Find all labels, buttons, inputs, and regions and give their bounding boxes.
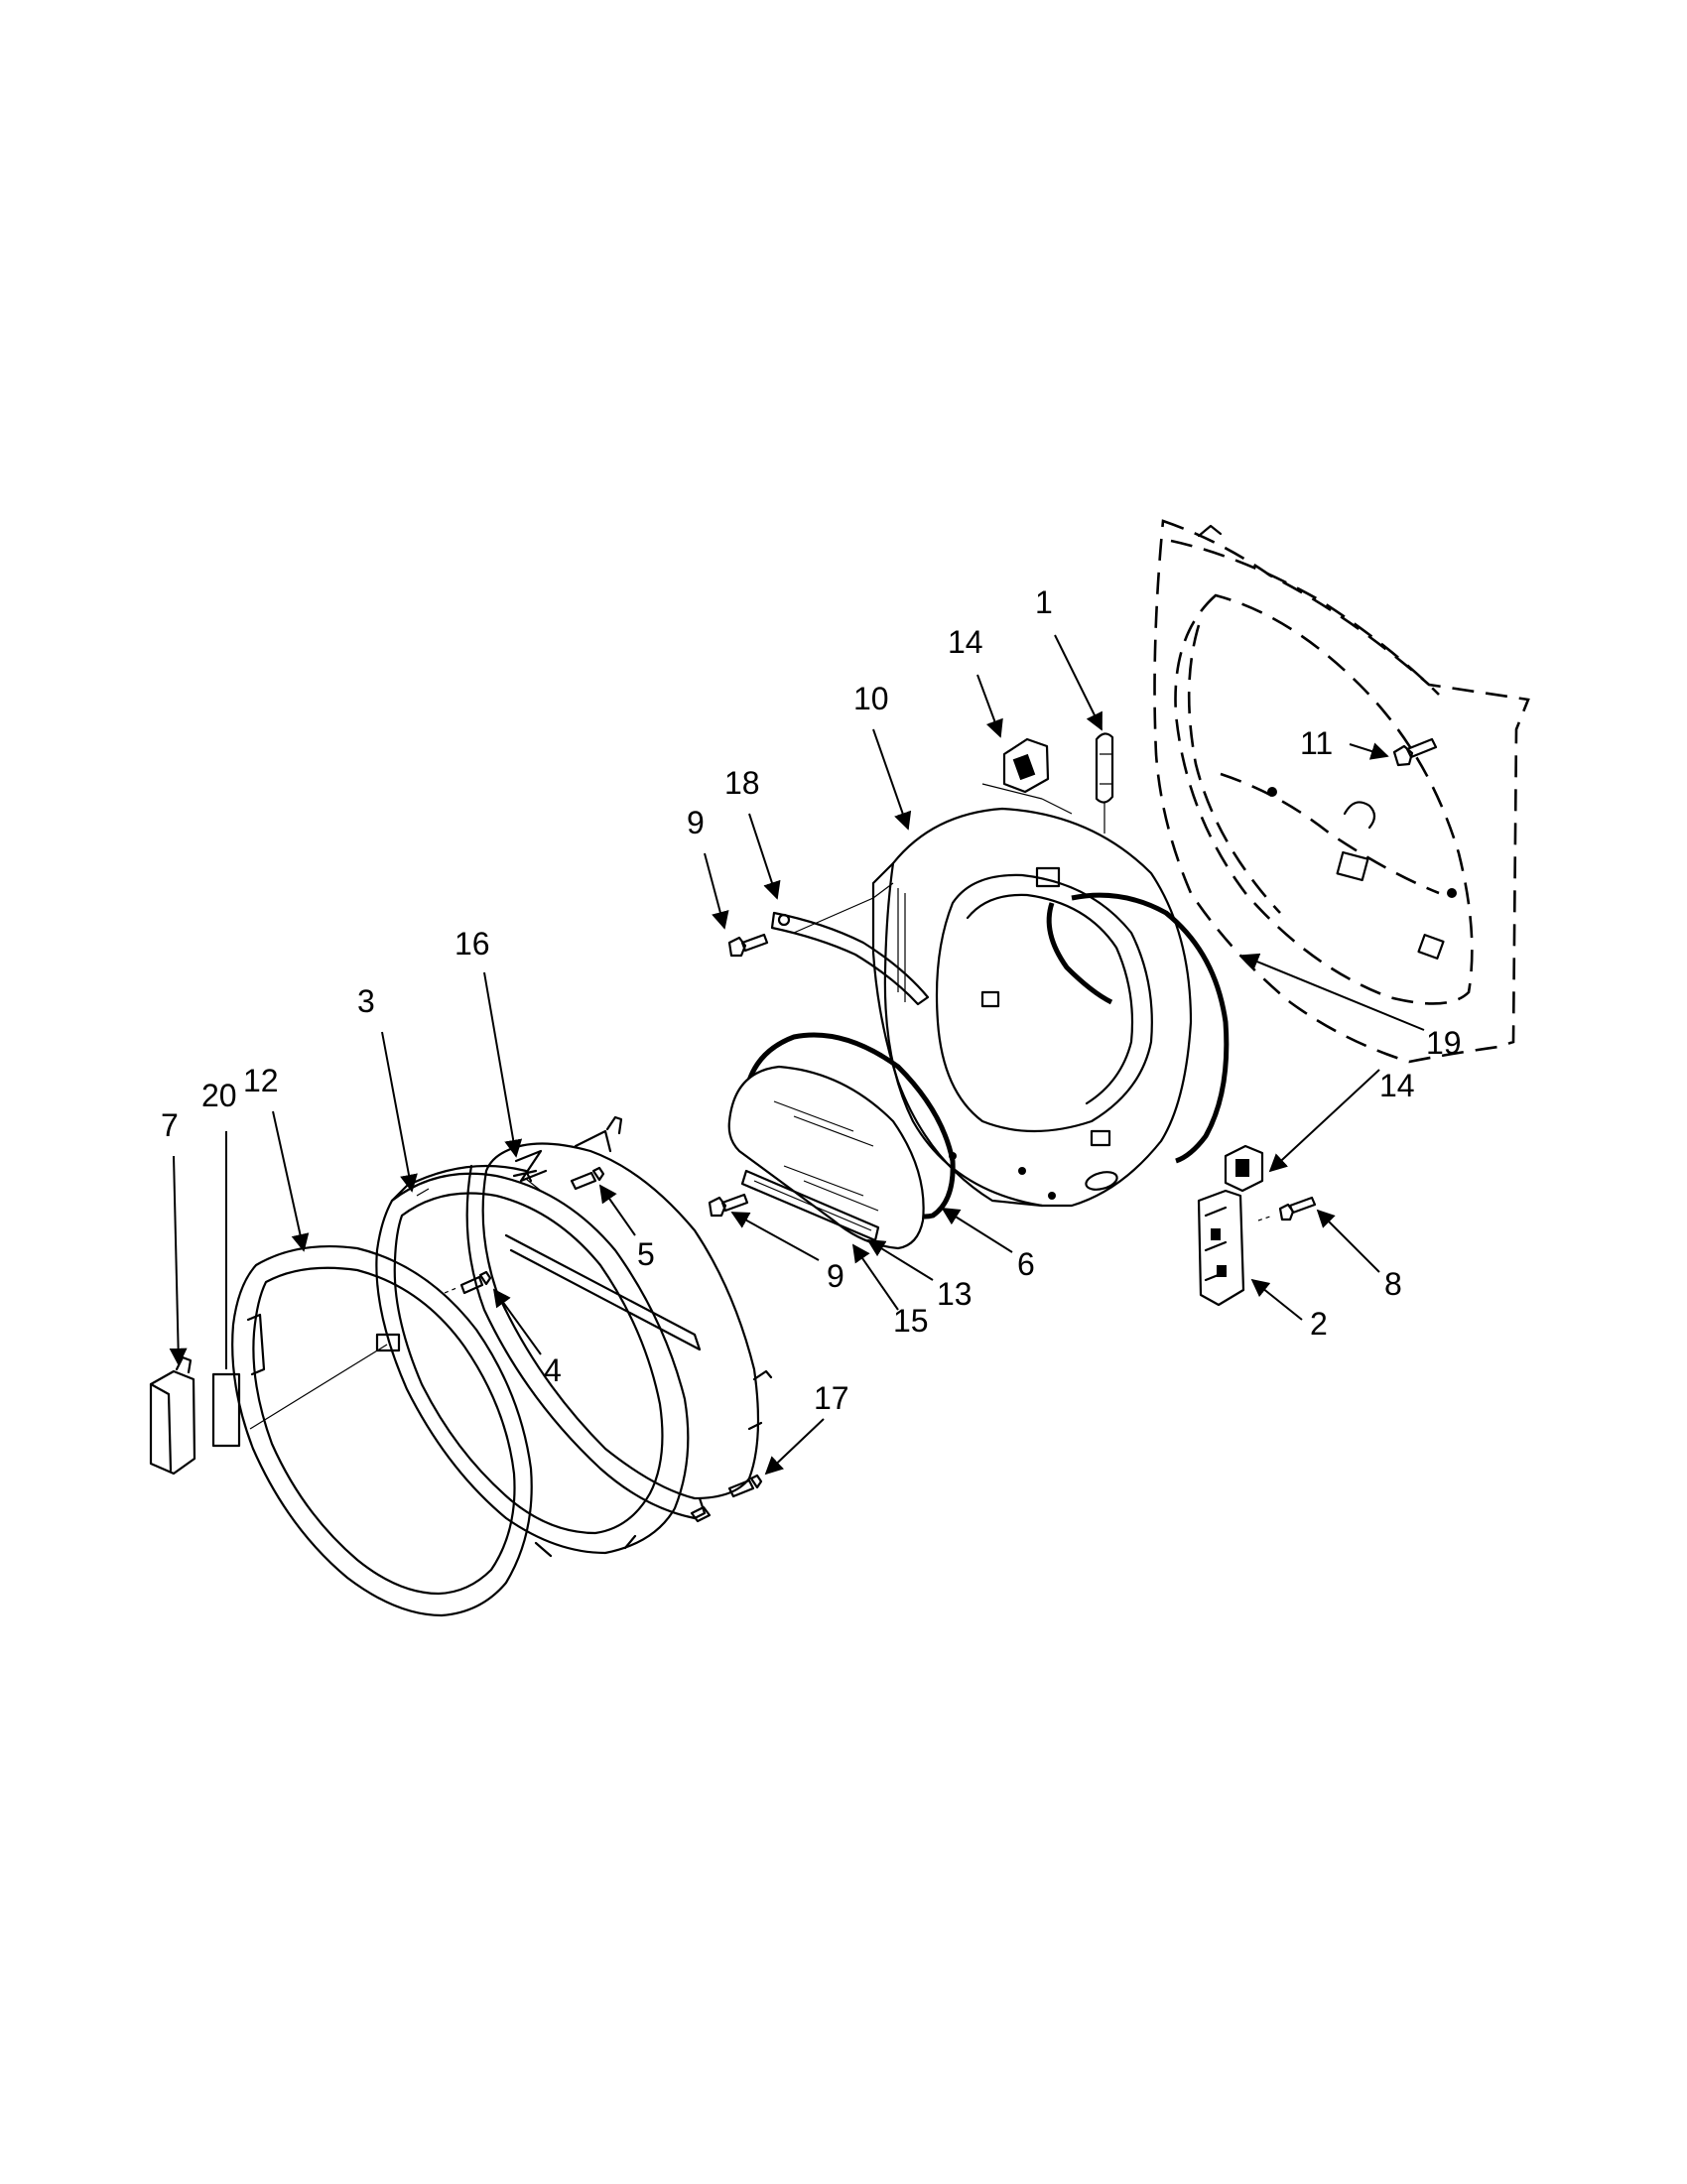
clip-part xyxy=(1095,732,1114,834)
callout-5: 5 xyxy=(637,1236,655,1272)
door-strike-bracket-part xyxy=(1224,1144,1264,1193)
callout-6: 6 xyxy=(1017,1246,1035,1282)
screw-part xyxy=(708,1193,749,1218)
door-trim-part xyxy=(231,1244,533,1617)
door-glass-part xyxy=(727,1065,925,1250)
callout-9-upper: 9 xyxy=(687,805,705,840)
inner-door-ring-part xyxy=(465,1115,773,1520)
callout-1: 1 xyxy=(1035,584,1053,620)
callout-3: 3 xyxy=(357,983,375,1019)
callout-10: 10 xyxy=(853,681,889,716)
inner-door-frame-part xyxy=(871,807,1193,1208)
hinge-arm-part xyxy=(770,882,930,1006)
front-panel-part xyxy=(1153,519,1530,1064)
callout-18: 18 xyxy=(724,765,760,801)
callout-14-lower: 14 xyxy=(1379,1068,1415,1103)
screw-part xyxy=(1392,737,1438,767)
callout-labels: 1 14 10 18 9 11 16 3 12 20 7 19 14 5 9 1… xyxy=(161,584,1462,1416)
callout-19: 19 xyxy=(1426,1025,1462,1061)
leader-lines xyxy=(169,634,1425,1476)
callout-9-lower: 9 xyxy=(827,1258,844,1294)
door-handle-part xyxy=(149,1355,196,1476)
callout-2: 2 xyxy=(1310,1306,1328,1342)
screw-part xyxy=(690,1474,763,1523)
door-strike-bracket-part xyxy=(981,737,1073,815)
callout-12: 12 xyxy=(243,1063,279,1098)
callout-15: 15 xyxy=(893,1303,929,1339)
callout-14-top: 14 xyxy=(948,624,983,660)
label-strip-part xyxy=(211,1372,241,1448)
door-gasket-part xyxy=(1046,892,1230,1164)
callout-11: 11 xyxy=(1300,725,1333,761)
screw-part xyxy=(1257,1196,1317,1221)
callout-4: 4 xyxy=(544,1352,562,1388)
callout-17: 17 xyxy=(814,1380,849,1416)
callout-13: 13 xyxy=(937,1276,973,1312)
callout-16: 16 xyxy=(454,926,490,962)
callout-20: 20 xyxy=(201,1078,237,1113)
callout-7: 7 xyxy=(161,1107,179,1143)
door-hinge-part xyxy=(1197,1189,1245,1307)
screw-part xyxy=(727,933,769,958)
callout-8: 8 xyxy=(1384,1266,1402,1302)
screw-part xyxy=(444,1270,492,1295)
screw-part xyxy=(570,1166,605,1191)
bracket-z-shape xyxy=(514,1149,548,1183)
